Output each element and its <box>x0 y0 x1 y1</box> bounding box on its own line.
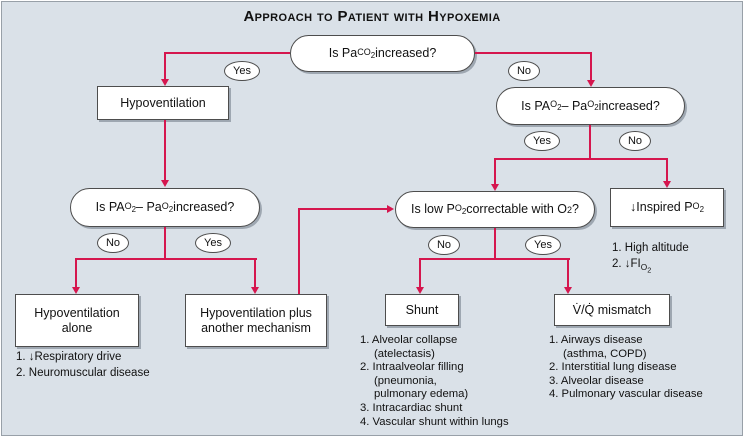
list-line: 2. Neuromuscular disease <box>16 366 150 379</box>
label-no-aa-right: No <box>619 131 651 151</box>
connector <box>494 158 496 184</box>
list-line: (atelectasis) <box>374 347 435 360</box>
box-hypoventilation: Hypoventilation <box>97 86 229 120</box>
list-line: 4. Pulmonary vascular disease <box>549 388 703 401</box>
connector <box>590 52 592 80</box>
arrowhead-down <box>586 80 595 87</box>
connector <box>419 258 421 287</box>
connector <box>164 227 166 260</box>
connector <box>75 258 77 287</box>
figure-title: Approach to Patient with Hypoxemia <box>243 8 501 25</box>
connector <box>75 258 257 260</box>
list-line: pulmonary edema) <box>374 388 469 401</box>
label-yes-correctable: Yes <box>525 235 561 255</box>
connector <box>164 120 166 180</box>
list-line: 1. Alveolar collapse <box>360 334 458 346</box>
label-yes-aa-left: Yes <box>195 233 231 253</box>
box-vq-mismatch: V̇/Q̇ mismatch <box>554 294 670 326</box>
arrowhead-down <box>160 180 169 187</box>
label-no-aa-left: No <box>97 233 129 253</box>
list-line: (pneumonia, <box>374 374 437 387</box>
list-line: (asthma, COPD) <box>563 347 647 360</box>
list-line: 4. Vascular shunt within lungs <box>360 415 509 428</box>
list-line: 3. Alveolar disease <box>549 374 644 387</box>
arrowhead-down <box>415 287 424 294</box>
arrowhead-down <box>71 287 80 294</box>
list-line: 1. High altitude <box>612 242 689 254</box>
list-line: 2. ↓FIO2 <box>612 257 652 275</box>
list-line: 1. Airways disease <box>549 334 643 346</box>
list-line: 3. Intracardiac shunt <box>360 401 463 414</box>
connector <box>666 158 668 181</box>
arrowhead-down <box>160 79 169 86</box>
arrowhead-down <box>662 181 671 188</box>
list-line: 1. ↓Respiratory drive <box>16 351 122 363</box>
connector <box>254 258 256 287</box>
list-line: 2. Intraalveolar filling <box>360 361 464 374</box>
arrowhead-right <box>387 204 394 213</box>
label-yes-paco2: Yes <box>224 61 260 81</box>
list-line: 2. Interstitial lung disease <box>549 361 677 374</box>
flowchart-panel: Approach to Patient with Hypoxemia Is Pa… <box>1 1 743 436</box>
label-yes-aa-right: Yes <box>524 131 560 151</box>
connector <box>494 228 496 260</box>
list-shunt-causes: 1. Alveolar collapse(atelectasis)2. Intr… <box>360 334 509 429</box>
connector <box>164 52 290 54</box>
connector <box>419 258 570 260</box>
box-shunt: Shunt <box>385 294 459 326</box>
connector <box>475 52 592 54</box>
connector <box>589 125 591 160</box>
connector <box>567 258 569 287</box>
connector <box>298 208 300 294</box>
connector <box>164 52 166 79</box>
arrowhead-down <box>563 287 572 294</box>
list-inspired-po2-causes: 1. High altitude 2. ↓FIO2 <box>612 241 689 275</box>
label-no-paco2: No <box>508 61 540 81</box>
arrowhead-down <box>250 287 259 294</box>
list-hypoventilation-alone-causes: 1. ↓Respiratory drive 2. Neuromuscular di… <box>16 350 150 381</box>
connector <box>494 158 668 160</box>
connector <box>298 208 387 210</box>
list-vq-mismatch-causes: 1. Airways disease(asthma, COPD)2. Inter… <box>549 334 703 402</box>
label-no-correctable: No <box>428 235 460 255</box>
arrowhead-down <box>490 184 499 191</box>
